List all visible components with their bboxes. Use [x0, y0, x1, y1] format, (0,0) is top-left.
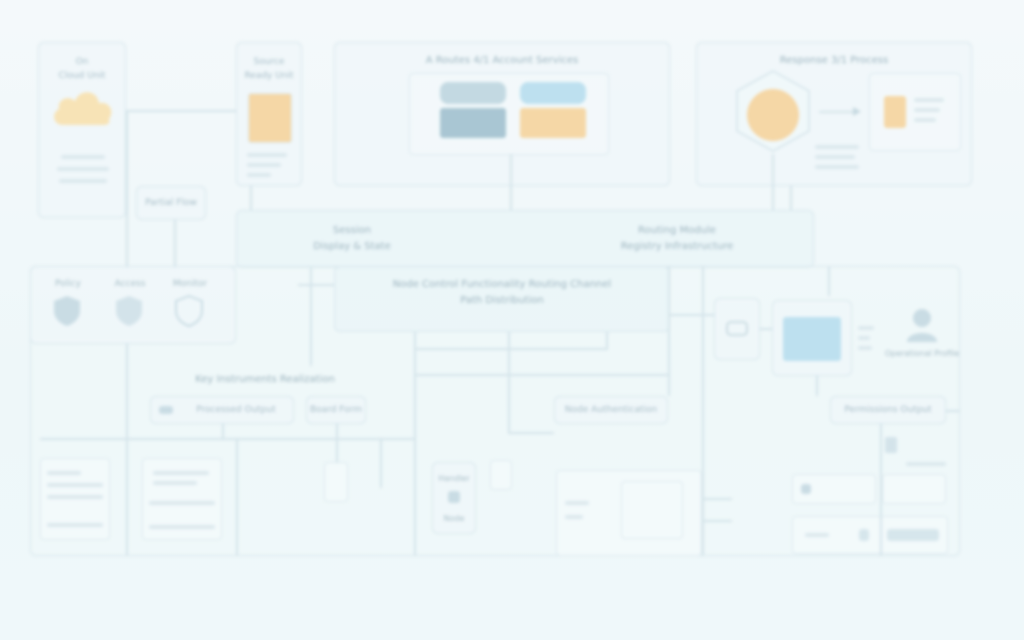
session-routing-banner: Session Display & State Routing Module R…: [236, 210, 814, 268]
response-process-box: Response 3/1 Process: [696, 42, 972, 186]
partial-flow-label: Partial Flow: [145, 198, 197, 208]
arrow-right-icon: [853, 107, 861, 116]
source-unit-box: Source Ready Unit: [236, 42, 302, 186]
source-unit-label-2: Ready Unit: [244, 71, 294, 81]
board-form-field[interactable]: Board Form: [306, 396, 366, 424]
response-doc-panel: [869, 73, 961, 151]
shield-label-1: Policy: [55, 279, 81, 289]
node-auth-field[interactable]: Node Authentication: [554, 396, 668, 424]
record-card: [792, 474, 876, 504]
account-services-box: A Routes 4/1 Account Services: [334, 42, 670, 186]
service-card-blue-head: [520, 82, 586, 104]
shield-icon: [175, 295, 203, 327]
node-auth-label: Node Authentication: [564, 405, 658, 415]
response-process-title: Response 3/1 Process: [779, 55, 889, 66]
user-avatar-icon: [907, 309, 937, 342]
cup-module-box: [714, 298, 760, 360]
output-icon: [159, 406, 173, 414]
services-panel: [409, 73, 609, 155]
source-card: [248, 93, 292, 143]
mid-card-stack: [142, 458, 222, 540]
cloud-unit-label-1: On: [75, 57, 89, 67]
record-card-2: [882, 474, 946, 504]
core-label-1: Node Control Functionality Routing Chann…: [392, 279, 612, 290]
board-form-label: Board Form: [310, 405, 362, 415]
small-port-box-2: [490, 460, 512, 490]
core-label-2: Path Distribution: [460, 295, 544, 306]
flow-cluster-inner: [621, 481, 683, 539]
cloud-unit-label-2: Cloud Unit: [58, 71, 106, 81]
session-label-1: Session: [332, 225, 372, 236]
shield-label-2: Access: [114, 279, 146, 289]
processed-output-label: Processed Output: [196, 405, 276, 415]
handler-label-1: Handler: [438, 474, 470, 483]
flow-cluster: [556, 470, 702, 556]
account-services-title: A Routes 4/1 Account Services: [425, 55, 579, 66]
image-module-box: [772, 300, 852, 376]
handler-node-box: Handler Node: [432, 462, 476, 534]
shield-icon: [54, 296, 80, 326]
hexagon-node-icon: [736, 70, 810, 152]
instruments-heading: Key Instruments Realization: [195, 374, 335, 385]
routing-label-2: Registry Infrastructure: [620, 241, 734, 252]
small-port-box: [324, 462, 348, 502]
container-icon: [726, 321, 748, 336]
control-bar: [792, 516, 948, 554]
permissions-output-label: Permissions Output: [844, 405, 932, 415]
permissions-output-field[interactable]: Permissions Output: [830, 396, 946, 424]
document-icon: [885, 437, 897, 453]
session-label-2: Display & State: [313, 241, 391, 252]
shields-panel: Policy Access Monitor: [30, 266, 236, 344]
image-preview: [783, 317, 841, 361]
service-card-orange: [520, 108, 586, 138]
record-icon: [801, 484, 811, 494]
source-unit-label-1: Source: [253, 57, 285, 67]
shield-label-3: Monitor: [172, 279, 208, 289]
core-routing-box: Node Control Functionality Routing Chann…: [334, 266, 670, 332]
handler-icon: [448, 491, 460, 503]
service-card-gray: [440, 108, 506, 138]
handler-label-2: Node: [443, 514, 465, 523]
profile-caption: Operational Profile: [884, 349, 960, 358]
cloud-unit-box: On Cloud Unit: [38, 42, 126, 218]
partial-flow-box: Partial Flow: [136, 186, 206, 220]
response-doc-orange: [884, 96, 906, 128]
cloud-icon: [54, 92, 112, 125]
processed-output-field[interactable]: Processed Output: [150, 396, 294, 424]
shield-icon: [116, 296, 142, 326]
service-card-gray-head: [440, 82, 506, 104]
left-card-stack: [40, 458, 110, 540]
routing-label-1: Routing Module: [638, 225, 716, 236]
